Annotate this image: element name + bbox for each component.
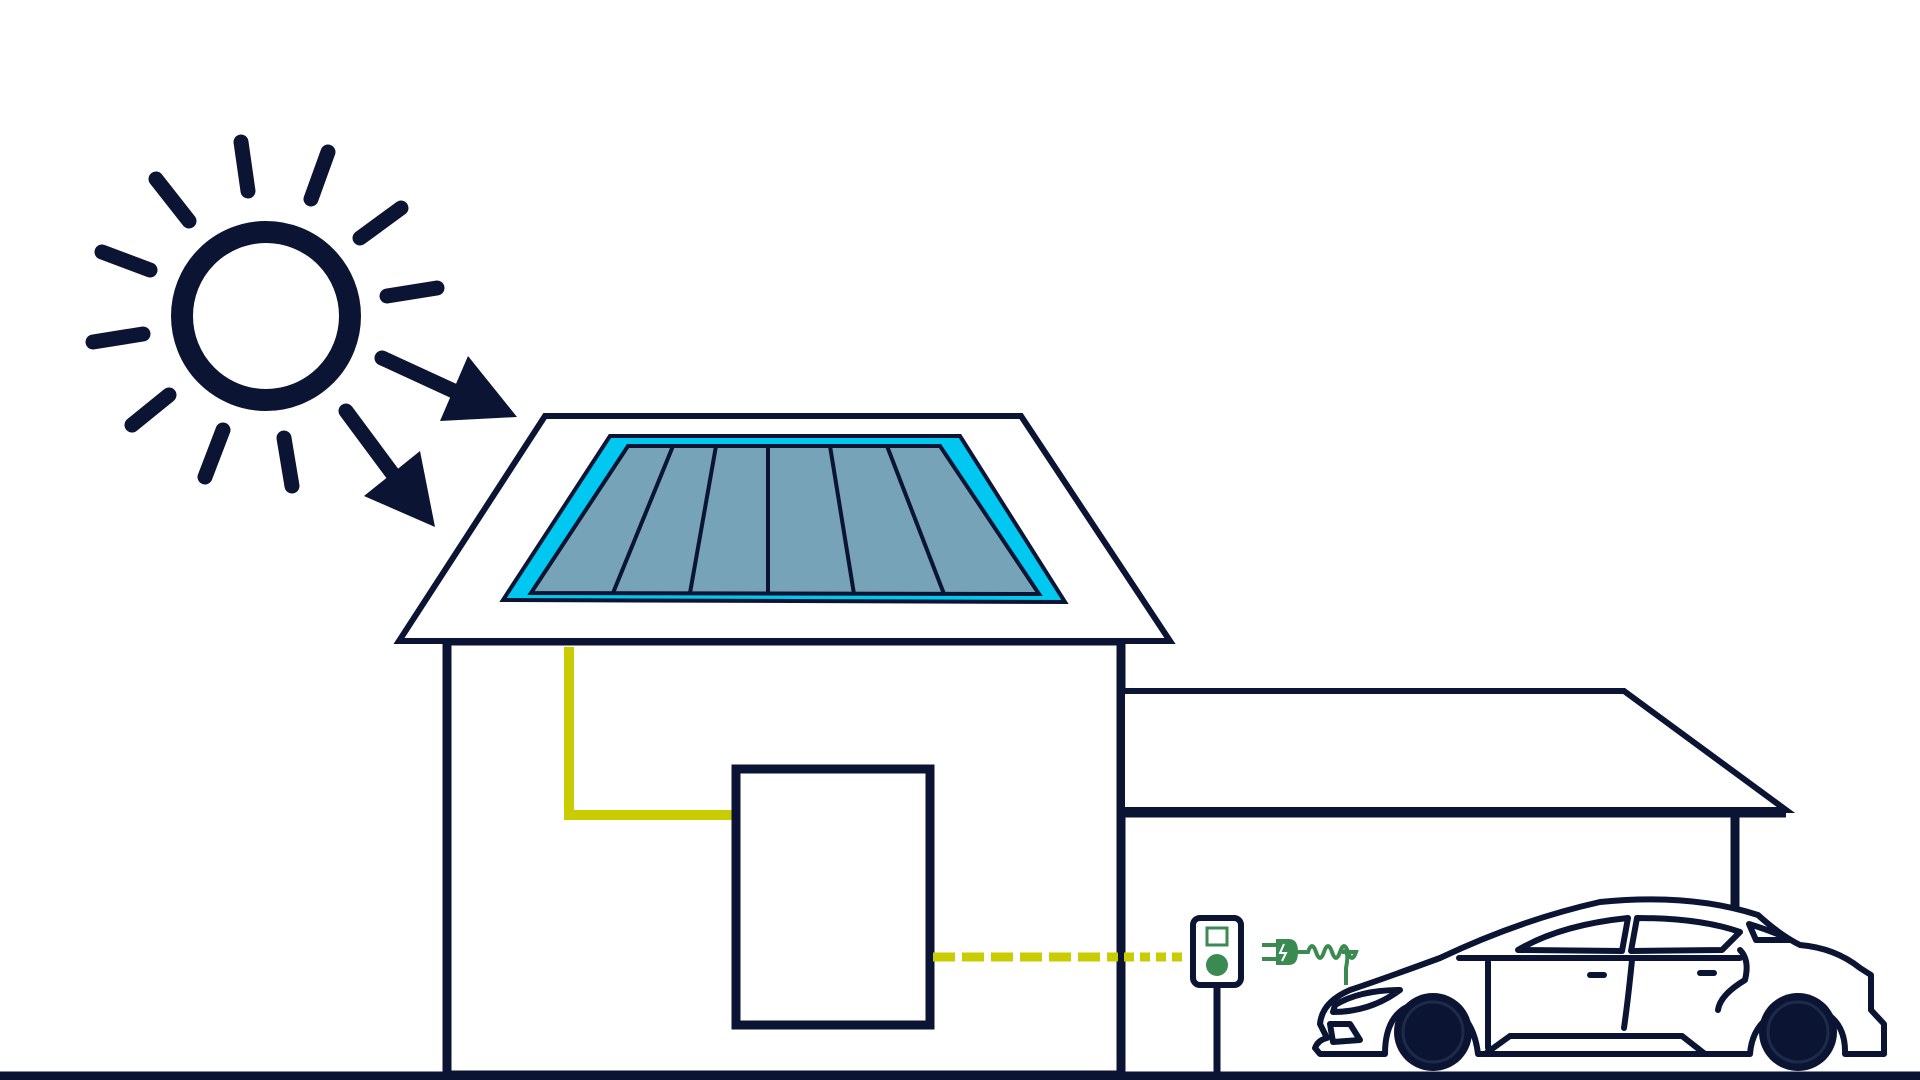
car-front-wheel (1394, 993, 1472, 1071)
sun-ray (197, 422, 231, 485)
solar-panel-dividers (611, 445, 946, 595)
inverter-battery-box (731, 764, 935, 1030)
garage-carport (1125, 688, 1796, 940)
car-headlight (1330, 987, 1403, 1015)
car-door-line (1621, 957, 1635, 1031)
sun-rays (85, 134, 445, 494)
car-grille (1327, 1021, 1363, 1045)
sunlight-arrow-lower-shaft (338, 403, 400, 481)
sun-disc (171, 221, 361, 411)
plug-bolt-icon (1278, 943, 1288, 962)
sunlight-arrow-upper-head (440, 356, 517, 421)
cable-coil (1298, 944, 1359, 985)
car-window-triangle (1746, 921, 1793, 943)
sun-ray (303, 144, 336, 207)
car-front-hub (1401, 1000, 1465, 1064)
sunlight-arrow-lower-head (364, 451, 435, 527)
car-window-front (1515, 915, 1631, 954)
sun-ray (85, 326, 151, 350)
ev-charger-status-light (1206, 954, 1228, 976)
car-rear-hub (1766, 1000, 1830, 1064)
solar-panel (499, 434, 1069, 605)
sun-ray (124, 387, 177, 433)
sun-icon (85, 134, 445, 494)
car-sill (1482, 1033, 1708, 1057)
car-wheels (1394, 993, 1837, 1071)
sun-ray (94, 244, 158, 278)
sunlight-arrow-upper-shaft (374, 350, 464, 400)
ev-charger-icon (1190, 915, 1244, 1075)
carport-roof (1125, 688, 1796, 813)
car-icon (1312, 896, 1887, 1057)
ev-charger-screen (1205, 926, 1229, 947)
sun-ray (233, 134, 256, 199)
sunlight-arrows (338, 350, 517, 527)
solar-to-inverter-wire (564, 647, 733, 820)
car-rear-wheel (1759, 993, 1837, 1071)
sun-ray (276, 430, 300, 494)
sun-ray (352, 200, 409, 246)
ev-charger-body (1190, 915, 1244, 988)
charging-cable (1262, 939, 1359, 985)
sun-ray (379, 280, 445, 304)
car-rear-door-edge (1715, 947, 1750, 1013)
car-window-rear (1628, 915, 1743, 954)
sun-ray (148, 171, 197, 229)
